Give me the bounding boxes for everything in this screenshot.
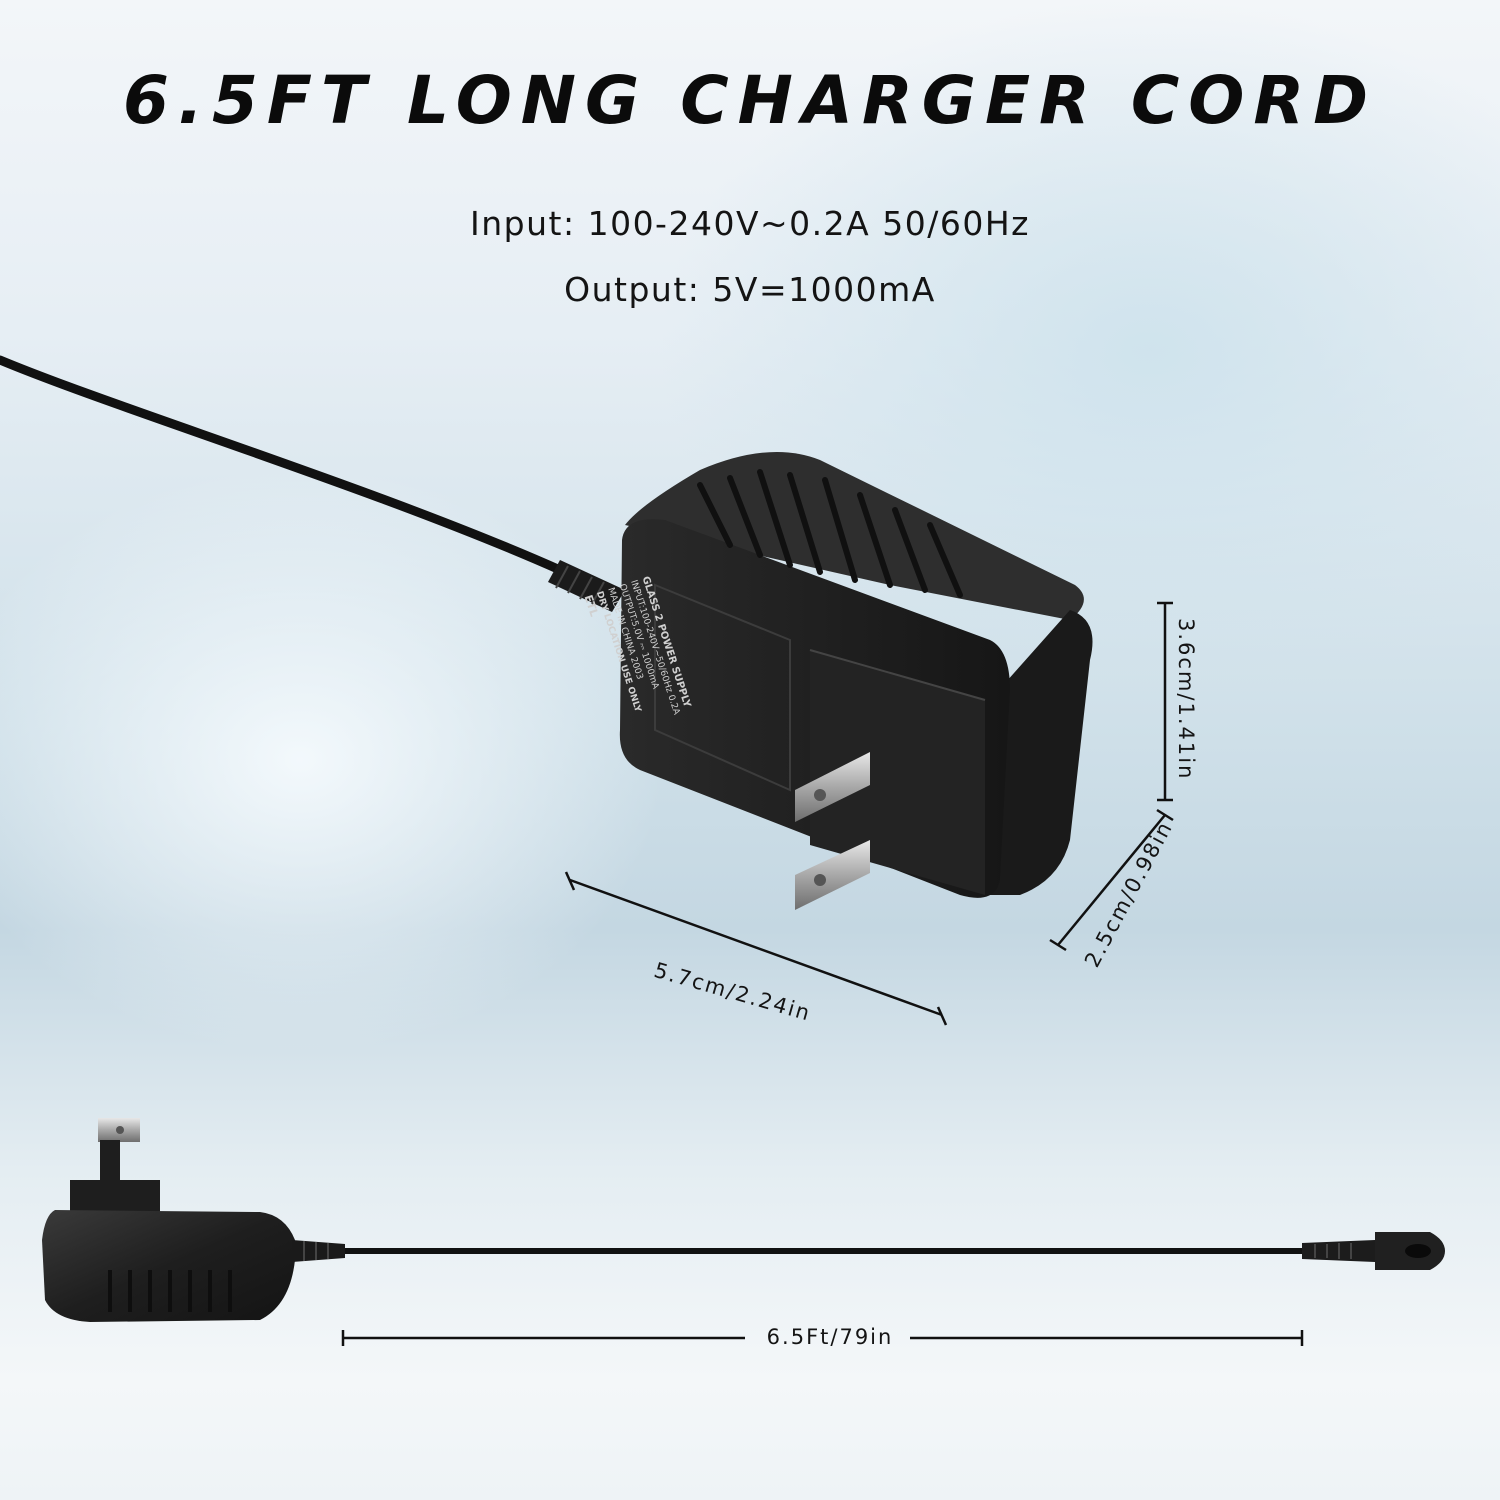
input-spec: Input: 100-240V~0.2A 50/60Hz bbox=[470, 204, 1030, 243]
strain-relief bbox=[548, 560, 625, 612]
page-title: 6.5FT LONG CHARGER CORD bbox=[123, 62, 1377, 139]
cable-length-label: 6.5Ft/79in bbox=[766, 1325, 894, 1349]
adapter-side-view bbox=[42, 1118, 345, 1322]
plug-prongs bbox=[795, 752, 870, 910]
height-dimension-label: 3.6cm/1.41in bbox=[1174, 618, 1198, 781]
cable-length-line bbox=[341, 1330, 1304, 1346]
output-spec: Output: 5V=1000mA bbox=[564, 270, 936, 309]
power-cord bbox=[0, 355, 605, 590]
connector-tip bbox=[1302, 1232, 1445, 1270]
dimension-lines bbox=[564, 601, 1174, 1026]
plug-housing bbox=[809, 649, 986, 895]
